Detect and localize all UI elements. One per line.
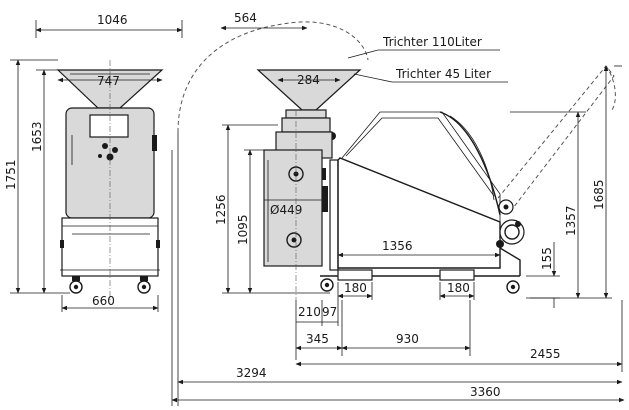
- dim-180-left: 180: [344, 281, 367, 295]
- conveyor-body: [329, 159, 339, 271]
- conveyor-frame: [337, 157, 501, 269]
- conveyor-arc: [439, 111, 501, 216]
- dim-1356: 1356: [382, 239, 413, 253]
- label-hopper-110: Trichter 110Liter: [382, 35, 482, 49]
- label-hopper-45: Trichter 45 Liter: [395, 67, 491, 81]
- dim-1256: 1256: [214, 194, 228, 225]
- hopper-110-outline: [177, 21, 369, 133]
- dim-180-right: 180: [447, 281, 470, 295]
- dim-1357: 1357: [564, 205, 578, 236]
- tilted-belt-outline: [497, 65, 615, 213]
- dim-930: 930: [396, 332, 419, 346]
- dim-564: 564: [234, 11, 257, 25]
- dim-155: 155: [540, 247, 554, 270]
- dim-1685: 1685: [592, 179, 606, 210]
- dim-747: 747: [97, 74, 120, 88]
- dim-1046: 1046: [97, 13, 128, 27]
- dim-1095: 1095: [236, 214, 250, 245]
- side-wheel-right: [506, 280, 520, 294]
- front-view: 1046 747 660 1751 1653: [4, 13, 183, 312]
- dim-345: 345: [306, 332, 329, 346]
- front-panel: [89, 114, 129, 138]
- side-view: 564 284 Trichter 110Liter Trichter 45 Li…: [171, 11, 625, 406]
- dim-2455: 2455: [530, 347, 561, 361]
- dim-97: 97: [322, 305, 337, 319]
- side-wheel-left: [320, 278, 334, 292]
- dim-drum-diameter: Ø449: [270, 203, 302, 217]
- dim-284: 284: [297, 73, 320, 87]
- dim-1653: 1653: [30, 121, 44, 152]
- drum-knob-bottom: [286, 232, 302, 248]
- dim-660: 660: [92, 294, 115, 308]
- dim-3360: 3360: [470, 385, 501, 399]
- dim-3294: 3294: [236, 366, 267, 380]
- dim-1751: 1751: [4, 159, 18, 190]
- dim-210: 210: [298, 305, 321, 319]
